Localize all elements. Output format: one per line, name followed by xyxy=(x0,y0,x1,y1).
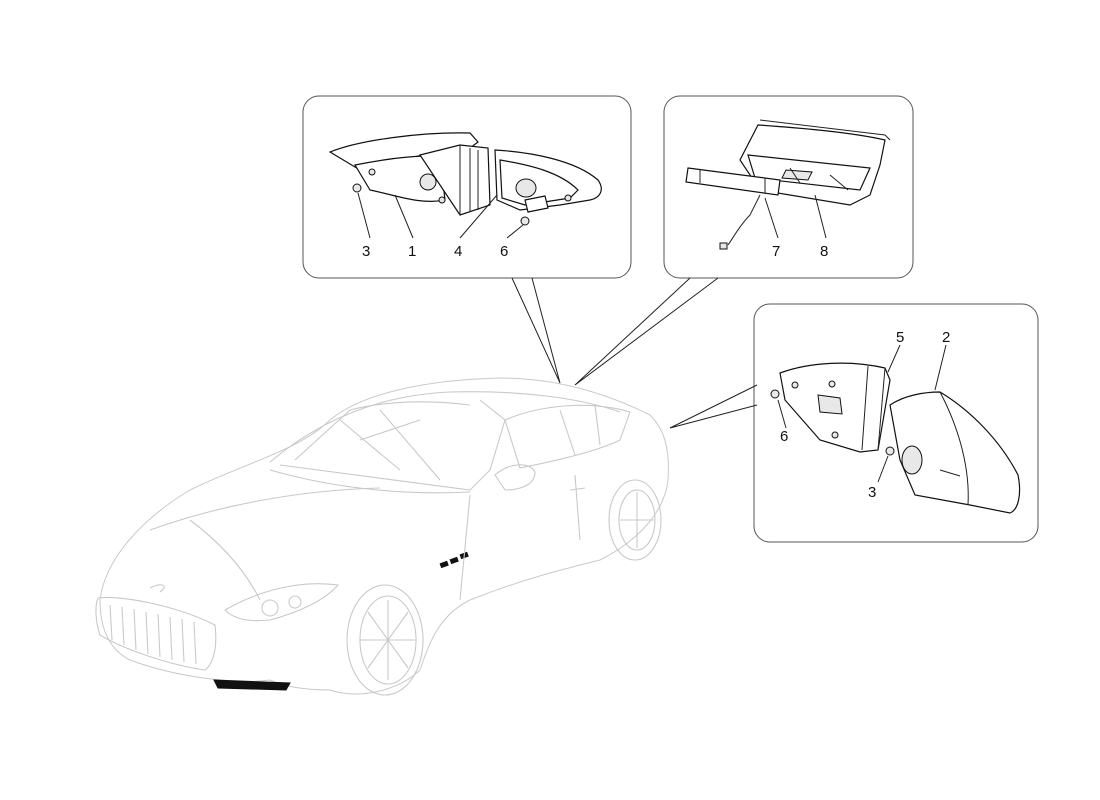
label-1: 1 xyxy=(408,243,416,260)
pointer-line-box3 xyxy=(669,384,758,429)
label-6-box3: 6 xyxy=(780,428,788,445)
label-8: 8 xyxy=(820,243,828,260)
label-4: 4 xyxy=(454,243,462,260)
label-3-box3: 3 xyxy=(868,484,876,501)
label-5: 5 xyxy=(896,329,904,346)
label-2: 2 xyxy=(942,329,950,346)
label-3-box1: 3 xyxy=(362,243,370,260)
label-6-box1: 6 xyxy=(500,243,508,260)
label-7: 7 xyxy=(772,243,780,260)
car-illustration xyxy=(95,377,669,696)
box3-parts xyxy=(770,344,1021,514)
pointer-line-box1 xyxy=(511,277,561,384)
box2-parts xyxy=(685,119,891,250)
box1-parts xyxy=(328,132,602,239)
pointer-line-box2 xyxy=(574,277,719,386)
